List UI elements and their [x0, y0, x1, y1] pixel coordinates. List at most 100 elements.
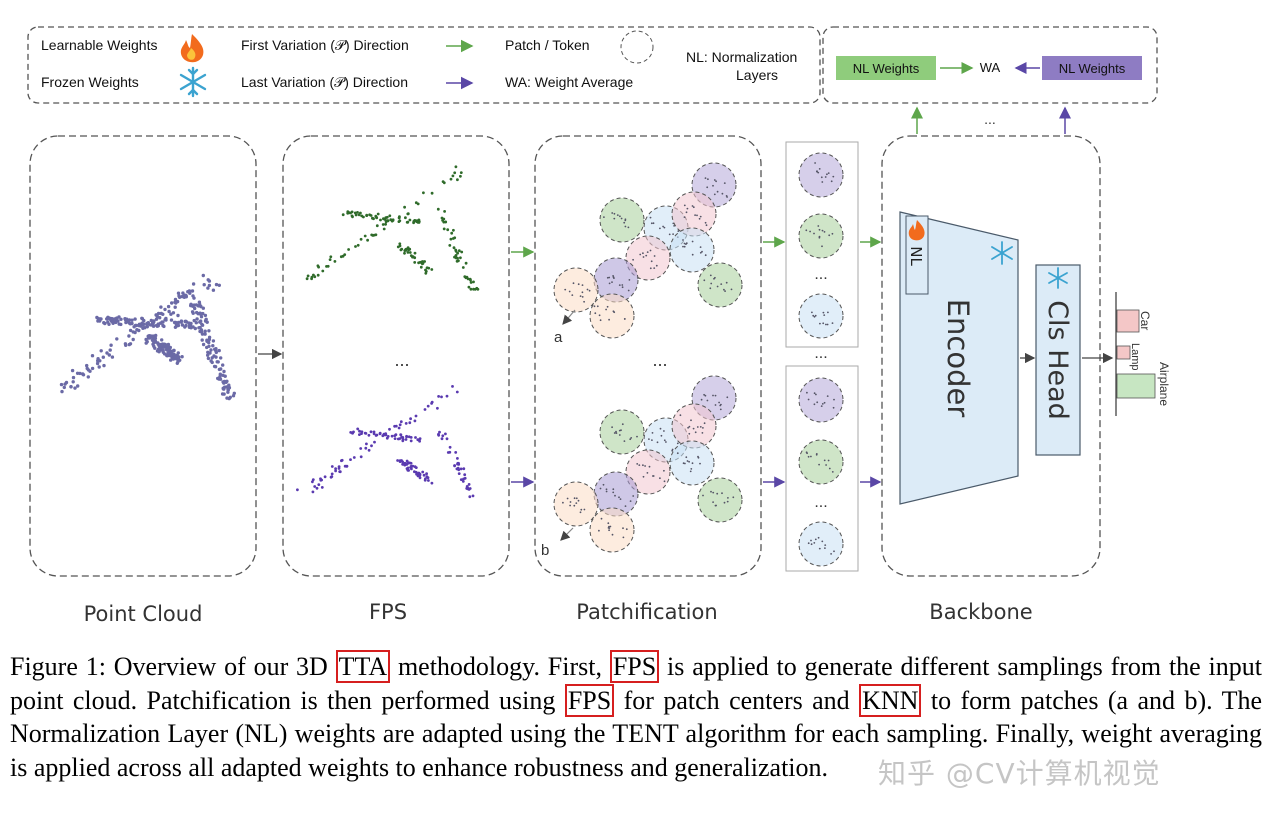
- patchification-panel: [534, 135, 762, 577]
- point: [76, 384, 80, 388]
- point: [316, 264, 320, 268]
- point: [101, 355, 106, 359]
- point: [430, 481, 434, 485]
- point: [161, 312, 165, 316]
- point: [201, 342, 206, 347]
- point: [172, 320, 177, 325]
- point: [406, 466, 410, 470]
- point: [686, 207, 689, 210]
- point: [810, 539, 812, 542]
- point: [364, 432, 368, 435]
- point: [460, 250, 464, 254]
- point: [676, 442, 679, 445]
- point: [192, 318, 196, 323]
- point: [690, 419, 692, 422]
- point: [612, 488, 615, 491]
- point: [397, 426, 401, 430]
- point: [579, 511, 582, 514]
- point: [815, 393, 817, 396]
- point: [462, 467, 466, 471]
- point: [203, 332, 207, 336]
- point: [723, 501, 726, 504]
- point: [226, 390, 230, 394]
- point: [413, 261, 417, 264]
- point: [662, 225, 664, 228]
- point: [197, 326, 201, 330]
- point: [718, 401, 720, 404]
- point: [333, 260, 337, 263]
- point: [621, 284, 624, 286]
- point: [573, 504, 576, 507]
- point: [446, 228, 450, 232]
- point: [137, 328, 141, 333]
- point: [374, 233, 378, 237]
- patch-ellipsis: ...: [652, 350, 667, 370]
- point: [821, 540, 824, 543]
- point: [206, 350, 210, 354]
- point: [691, 253, 694, 256]
- point: [663, 430, 665, 432]
- point: [201, 306, 205, 310]
- point: [699, 251, 702, 254]
- point: [704, 394, 707, 397]
- point: [569, 504, 571, 507]
- point: [110, 355, 115, 359]
- point: [211, 339, 216, 343]
- point: [111, 319, 115, 324]
- point: [833, 550, 835, 553]
- fps-panel: [282, 135, 510, 577]
- output-label-airplane: Airplane: [1157, 362, 1171, 406]
- point: [621, 423, 624, 426]
- point: [730, 288, 733, 291]
- output-label-car: Car: [1138, 311, 1152, 330]
- point: [214, 348, 218, 353]
- point: [328, 258, 332, 261]
- point: [659, 477, 661, 480]
- point: [646, 472, 649, 474]
- point: [598, 529, 600, 532]
- point: [815, 453, 818, 456]
- point: [646, 251, 649, 254]
- point: [404, 422, 408, 425]
- point: [305, 277, 309, 281]
- point: [360, 214, 364, 218]
- point: [151, 335, 155, 339]
- point: [430, 191, 434, 195]
- point: [166, 304, 171, 309]
- point: [818, 463, 820, 466]
- point: [60, 389, 64, 394]
- caption-highlight-fps: FPS: [564, 683, 615, 717]
- point: [577, 499, 580, 502]
- point: [88, 369, 92, 373]
- point: [831, 232, 834, 235]
- point: [397, 220, 401, 224]
- patch-circle: [589, 507, 635, 553]
- point: [691, 240, 694, 243]
- stage-label-fps: FPS: [369, 600, 407, 624]
- point: [413, 419, 417, 423]
- point: [648, 465, 651, 468]
- point: [200, 338, 204, 342]
- legend-nl-line1: NL: Normalization: [686, 49, 797, 65]
- point: [818, 547, 821, 550]
- point: [156, 347, 161, 351]
- point: [426, 476, 430, 480]
- point: [184, 323, 188, 328]
- point: [340, 459, 343, 463]
- point: [396, 245, 400, 249]
- point: [146, 321, 150, 325]
- point: [732, 496, 735, 499]
- point: [409, 417, 412, 421]
- point: [468, 495, 472, 499]
- point: [814, 162, 816, 164]
- point: [715, 504, 717, 507]
- nl-weights-green-box: [836, 56, 936, 80]
- point: [724, 290, 726, 292]
- point: [807, 455, 810, 458]
- point: [461, 480, 465, 483]
- point: [642, 256, 645, 258]
- point: [606, 305, 609, 308]
- point: [398, 242, 402, 246]
- point: [649, 216, 652, 219]
- point: [171, 349, 175, 353]
